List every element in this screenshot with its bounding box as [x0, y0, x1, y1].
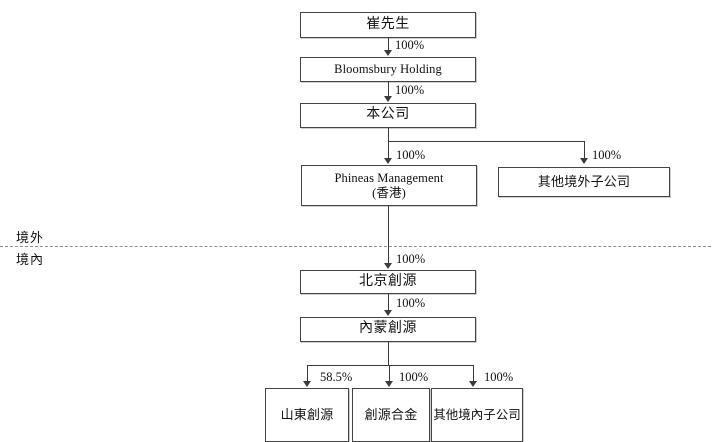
pct-neimeng-to-alloy: 100%	[399, 370, 429, 384]
pct-bloomsbury-to-company: 100%	[395, 83, 425, 97]
connector-neimeng-to-shandong	[307, 365, 308, 382]
connector-phineas-to-beijing	[388, 206, 389, 264]
pct-beijing-to-neimeng: 100%	[396, 296, 426, 310]
connector-neimeng-branch-bar	[307, 365, 474, 366]
node-shandong-chuangyuan: 山東創源	[265, 388, 349, 442]
arrow-company-to-phineas	[384, 158, 392, 164]
node-cui-mr-label: 崔先生	[366, 16, 410, 32]
pct-neimeng-to-other-onshore: 100%	[484, 370, 514, 384]
node-phineas-management-label: Phineas Management (香港)	[334, 170, 444, 200]
connector-neimeng-stem	[388, 342, 389, 365]
connector-bloomsbury-to-company	[388, 82, 389, 97]
node-neimenggu-chuangyuan-label: 內蒙創源	[359, 321, 417, 337]
node-bloomsbury-holding: Bloomsbury Holding	[300, 57, 476, 82]
pct-neimeng-to-shandong: 58.5%	[320, 370, 353, 384]
connector-beijing-to-neimeng	[388, 294, 389, 311]
connector-company-to-other-offshore	[584, 141, 585, 159]
zone-label-offshore: 境外	[16, 230, 45, 245]
onshore-offshore-divider	[0, 246, 711, 247]
arrow-company-to-other-offshore	[580, 158, 588, 164]
node-cui-mr: 崔先生	[300, 12, 476, 38]
arrow-neimeng-to-other-onshore	[469, 381, 477, 387]
arrow-cui-to-bloomsbury	[384, 50, 392, 56]
node-beijing-chuangyuan: 北京創源	[300, 270, 476, 294]
arrow-phineas-to-beijing	[384, 263, 392, 269]
node-neimenggu-chuangyuan: 內蒙創源	[300, 317, 476, 342]
arrow-beijing-to-neimeng	[384, 310, 392, 316]
pct-cui-to-bloomsbury: 100%	[395, 38, 425, 52]
arrow-neimeng-to-alloy	[385, 381, 393, 387]
node-chuangyuan-alloy-label: 創源合金	[364, 407, 418, 423]
arrow-bloomsbury-to-company	[384, 96, 392, 102]
connector-company-to-phineas	[388, 141, 389, 159]
node-other-onshore-subsidiaries-label: 其他境內子公司	[433, 407, 521, 422]
node-the-company-label: 本公司	[366, 107, 410, 123]
pct-phineas-to-beijing: 100%	[396, 252, 426, 266]
node-chuangyuan-alloy: 創源合金	[352, 388, 430, 442]
connector-company-stem	[388, 128, 389, 141]
connector-neimeng-to-alloy	[389, 365, 390, 382]
node-bloomsbury-holding-label: Bloomsbury Holding	[334, 62, 442, 77]
connector-cui-to-bloomsbury	[388, 38, 389, 52]
node-beijing-chuangyuan-label: 北京創源	[359, 273, 417, 289]
node-phineas-management: Phineas Management (香港)	[301, 165, 477, 206]
connector-company-branch-bar	[388, 141, 585, 142]
zone-label-onshore: 境內	[16, 252, 45, 267]
connector-neimeng-to-other-onshore	[473, 365, 474, 382]
arrow-neimeng-to-shandong	[303, 381, 311, 387]
pct-company-to-other-offshore: 100%	[592, 148, 622, 162]
pct-company-to-phineas: 100%	[396, 148, 426, 162]
node-other-offshore-subsidiaries-label: 其他境外子公司	[537, 174, 631, 190]
node-the-company: 本公司	[300, 103, 476, 128]
node-other-onshore-subsidiaries: 其他境內子公司	[431, 388, 523, 442]
node-other-offshore-subsidiaries: 其他境外子公司	[498, 167, 670, 197]
node-shandong-chuangyuan-label: 山東創源	[280, 407, 334, 423]
